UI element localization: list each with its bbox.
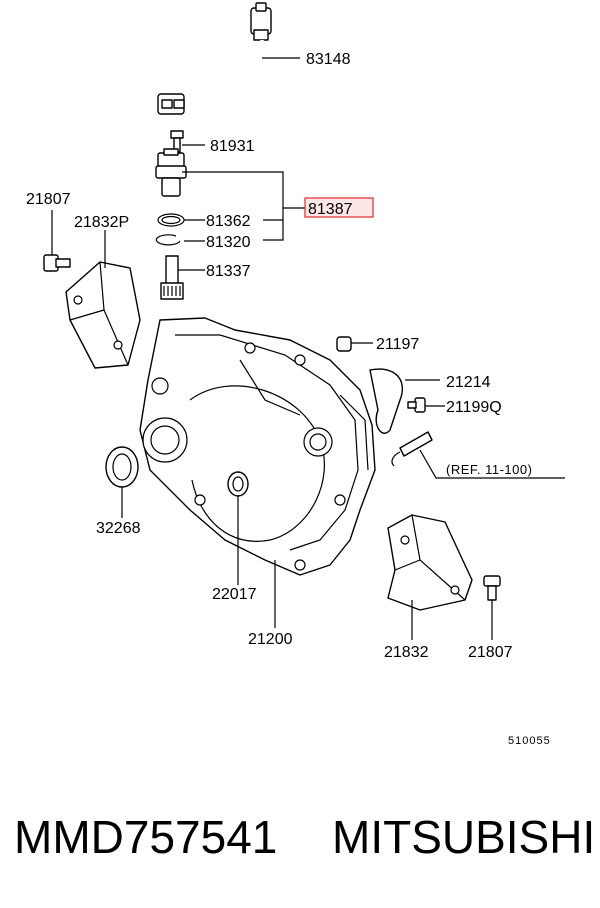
bolt-21199Q — [407, 397, 426, 413]
callout-22017: 22017 — [212, 586, 257, 603]
footer-caption: MMD757541 MITSUBISHI — [0, 810, 600, 870]
part-number: MMD757541 — [14, 811, 278, 863]
callout-81320: 81320 — [206, 234, 251, 251]
callout-81931: 81931 — [210, 138, 255, 155]
callout-21807-right: 21807 — [468, 644, 513, 661]
wiring-harness-83148 — [157, 2, 272, 115]
highlighted-part-81387 — [304, 197, 374, 218]
plug-21197 — [336, 336, 352, 352]
speed-sensor — [155, 148, 187, 197]
callout-21807-left: 21807 — [26, 191, 71, 208]
bolt-21807-left — [43, 254, 71, 272]
callout-21832: 21832 — [384, 644, 429, 661]
callout-81387: 81387 — [308, 201, 353, 218]
bolt-21807-right — [483, 575, 501, 601]
callout-81337: 81337 — [206, 263, 251, 280]
brand-name: MITSUBISHI — [332, 811, 596, 863]
callout-21832P: 21832P — [74, 214, 129, 231]
exploded-parts-diagram: 83148 81931 81387 81362 81320 81337 2180… — [26, 2, 565, 747]
transmission-housing-21200 — [139, 317, 376, 576]
callout-21200: 21200 — [248, 631, 293, 648]
bracket-21832 — [387, 514, 473, 611]
oil-seal-32268 — [105, 446, 139, 488]
oil-seal-22017 — [227, 471, 249, 497]
cover-21214 — [369, 368, 404, 434]
bracket-21832P — [65, 261, 141, 369]
callout-21214: 21214 — [446, 374, 491, 391]
reference-wire — [391, 431, 433, 467]
callout-83148: 83148 — [306, 51, 351, 68]
callout-21199Q: 21199Q — [446, 399, 502, 416]
callout-32268: 32268 — [96, 520, 141, 537]
diagram-code: 510055 — [508, 735, 551, 747]
reference-note: (REF. 11-100) — [446, 462, 532, 477]
callout-81362: 81362 — [206, 213, 251, 230]
snap-ring-81320 — [155, 234, 181, 246]
callout-21197: 21197 — [376, 336, 419, 353]
driven-gear-81337 — [160, 255, 184, 300]
